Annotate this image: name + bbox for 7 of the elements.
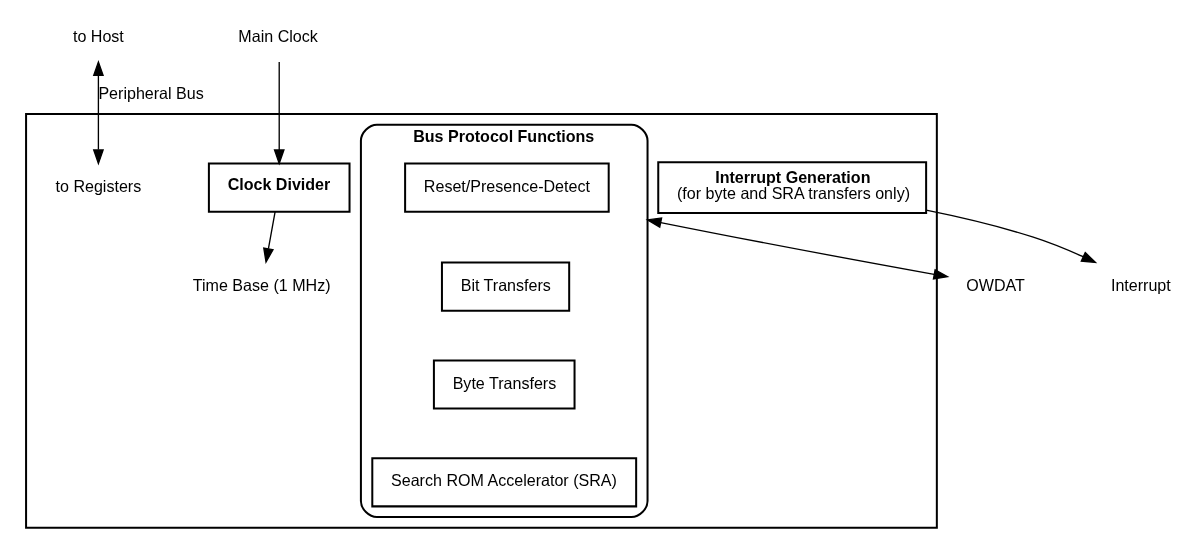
node-text: to Host — [72, 26, 124, 45]
node-text: to Registers — [55, 176, 141, 195]
node-text: Interrupt — [1110, 275, 1171, 294]
node-text: Time Base (1 MHz) — [192, 275, 331, 294]
node-text: OWDAT — [965, 275, 1025, 294]
node-text: Main Clock — [237, 26, 318, 45]
edge-label: Peripheral Bus — [97, 83, 204, 102]
